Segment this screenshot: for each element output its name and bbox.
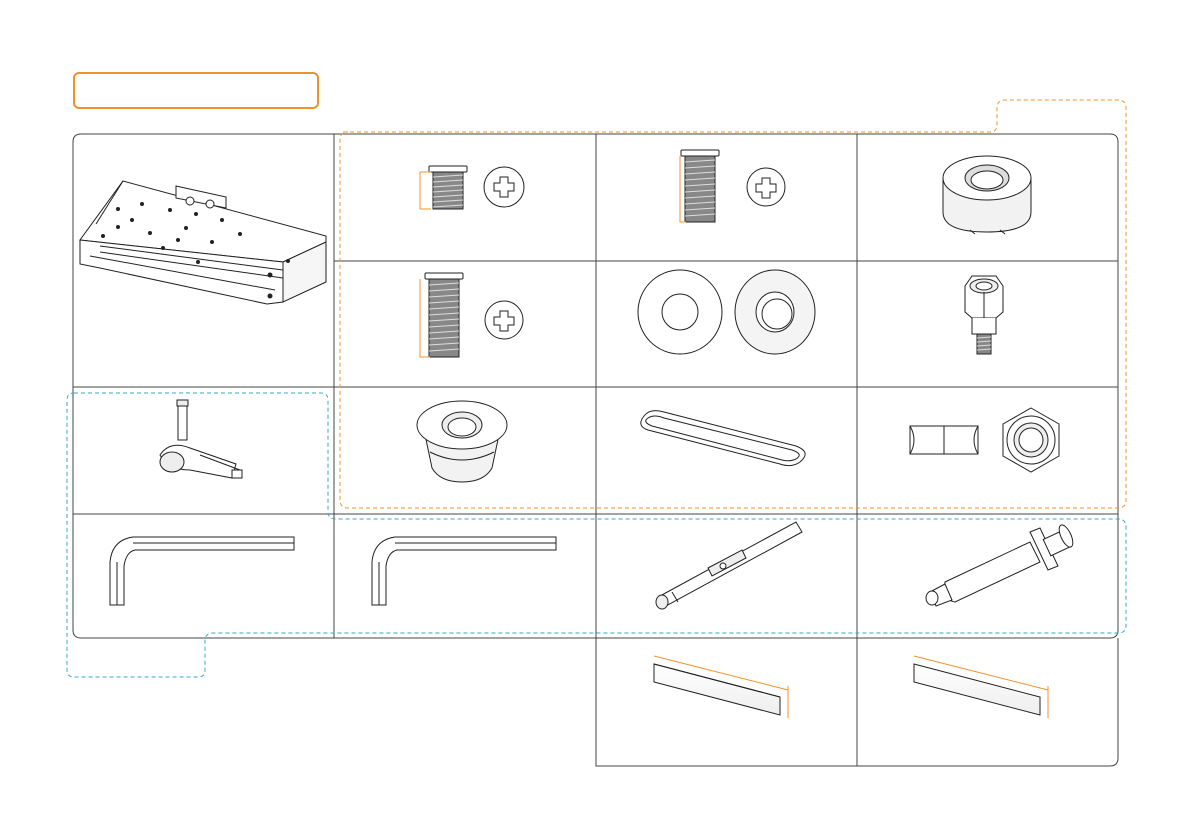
short-screw-icon bbox=[420, 166, 524, 209]
thermal-paste-syringe-icon bbox=[926, 523, 1076, 606]
terminal-fitting-icon bbox=[160, 400, 242, 478]
hex-nut-icon bbox=[910, 408, 1059, 472]
standoff-ring-icon bbox=[943, 156, 1031, 234]
hex-key-icon bbox=[110, 537, 294, 605]
threaded-standoff-icon bbox=[965, 276, 1003, 354]
o-ring-icon bbox=[641, 411, 805, 466]
thermal-pad-icon bbox=[914, 656, 1048, 718]
plug-icon bbox=[417, 401, 507, 482]
hex-key-icon bbox=[372, 537, 556, 605]
screwdriver-icon bbox=[656, 522, 802, 609]
gpu-water-block-icon bbox=[80, 181, 326, 304]
medium-screw-icon bbox=[680, 150, 785, 222]
washer-icon bbox=[638, 270, 815, 354]
long-screw-icon bbox=[420, 273, 523, 357]
thermal-pad-icon bbox=[654, 656, 788, 718]
